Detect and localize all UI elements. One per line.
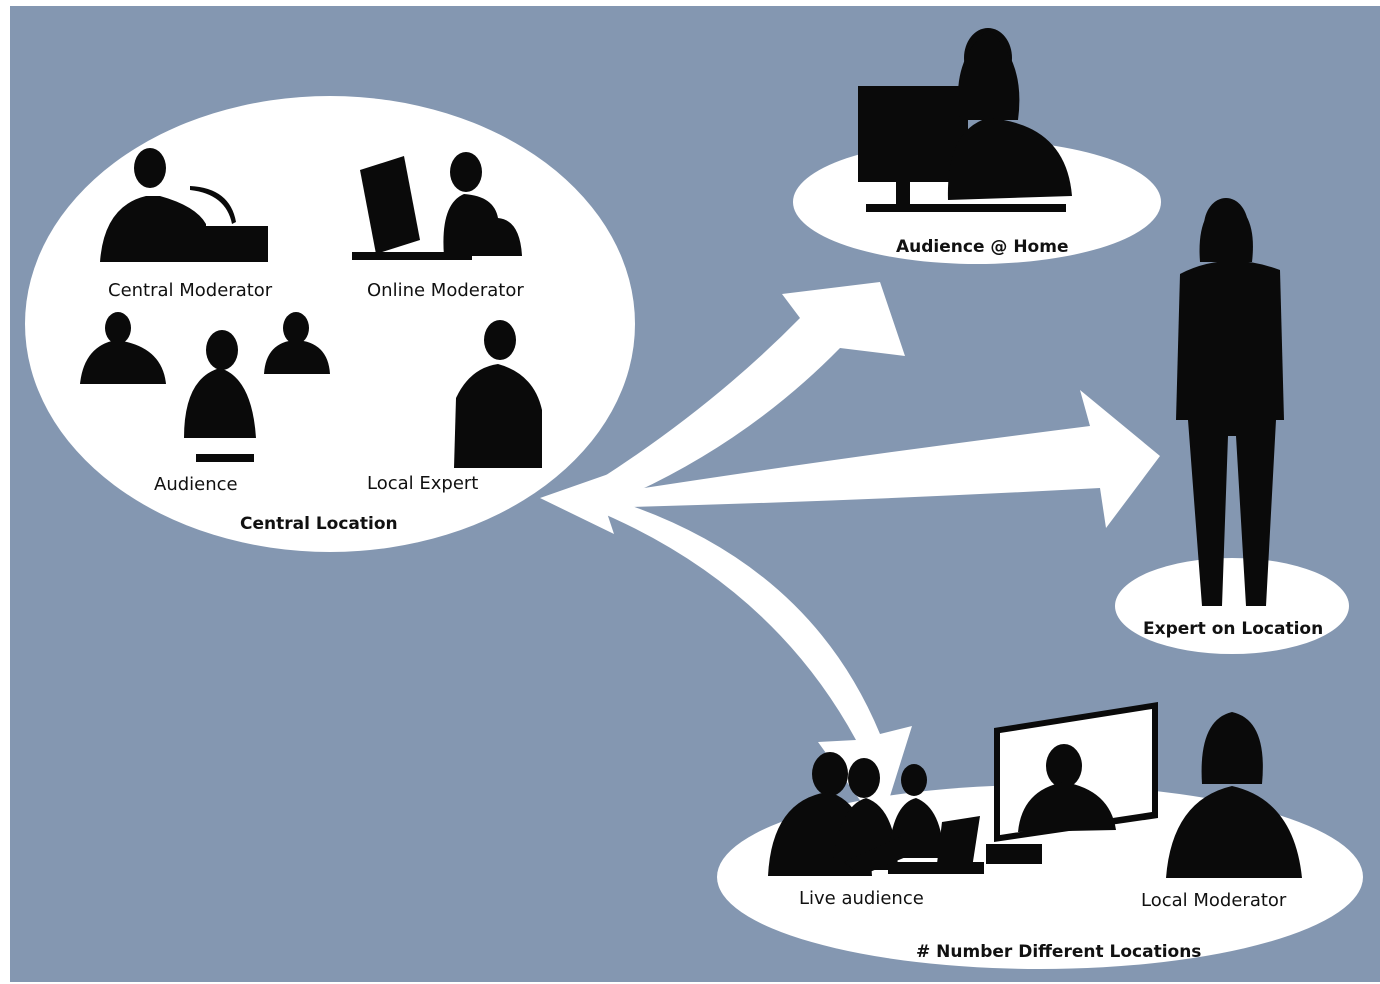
local-moderator-figure (1166, 712, 1302, 878)
arrow-to-central (540, 470, 650, 534)
home-title: Audience @ Home (896, 237, 1069, 257)
home-audience-figure (858, 28, 1072, 212)
expert-on-location-figure (1176, 198, 1284, 606)
central-moderator-label: Central Moderator (108, 280, 273, 301)
locations-title: # Number Different Locations (916, 942, 1202, 962)
arrow-to-locations (590, 498, 912, 828)
live-audience-figures (768, 752, 1042, 876)
arrow-to-home (560, 282, 905, 506)
audience-figures (80, 312, 330, 462)
expert-ellipse (1115, 558, 1349, 654)
online-moderator-figure (352, 152, 522, 260)
live-audience-label: Live audience (799, 888, 924, 909)
local-expert-label: Local Expert (367, 473, 479, 494)
expert-title: Expert on Location (1143, 619, 1324, 639)
arrow-to-expert (580, 390, 1160, 528)
central-location-title: Central Location (240, 514, 398, 534)
online-moderator-label: Online Moderator (367, 280, 524, 301)
local-expert-figure (454, 320, 542, 468)
audience-label: Audience (154, 474, 238, 495)
central-moderator-figure (100, 148, 268, 262)
local-moderator-label: Local Moderator (1141, 890, 1287, 911)
video-screen (994, 702, 1158, 842)
